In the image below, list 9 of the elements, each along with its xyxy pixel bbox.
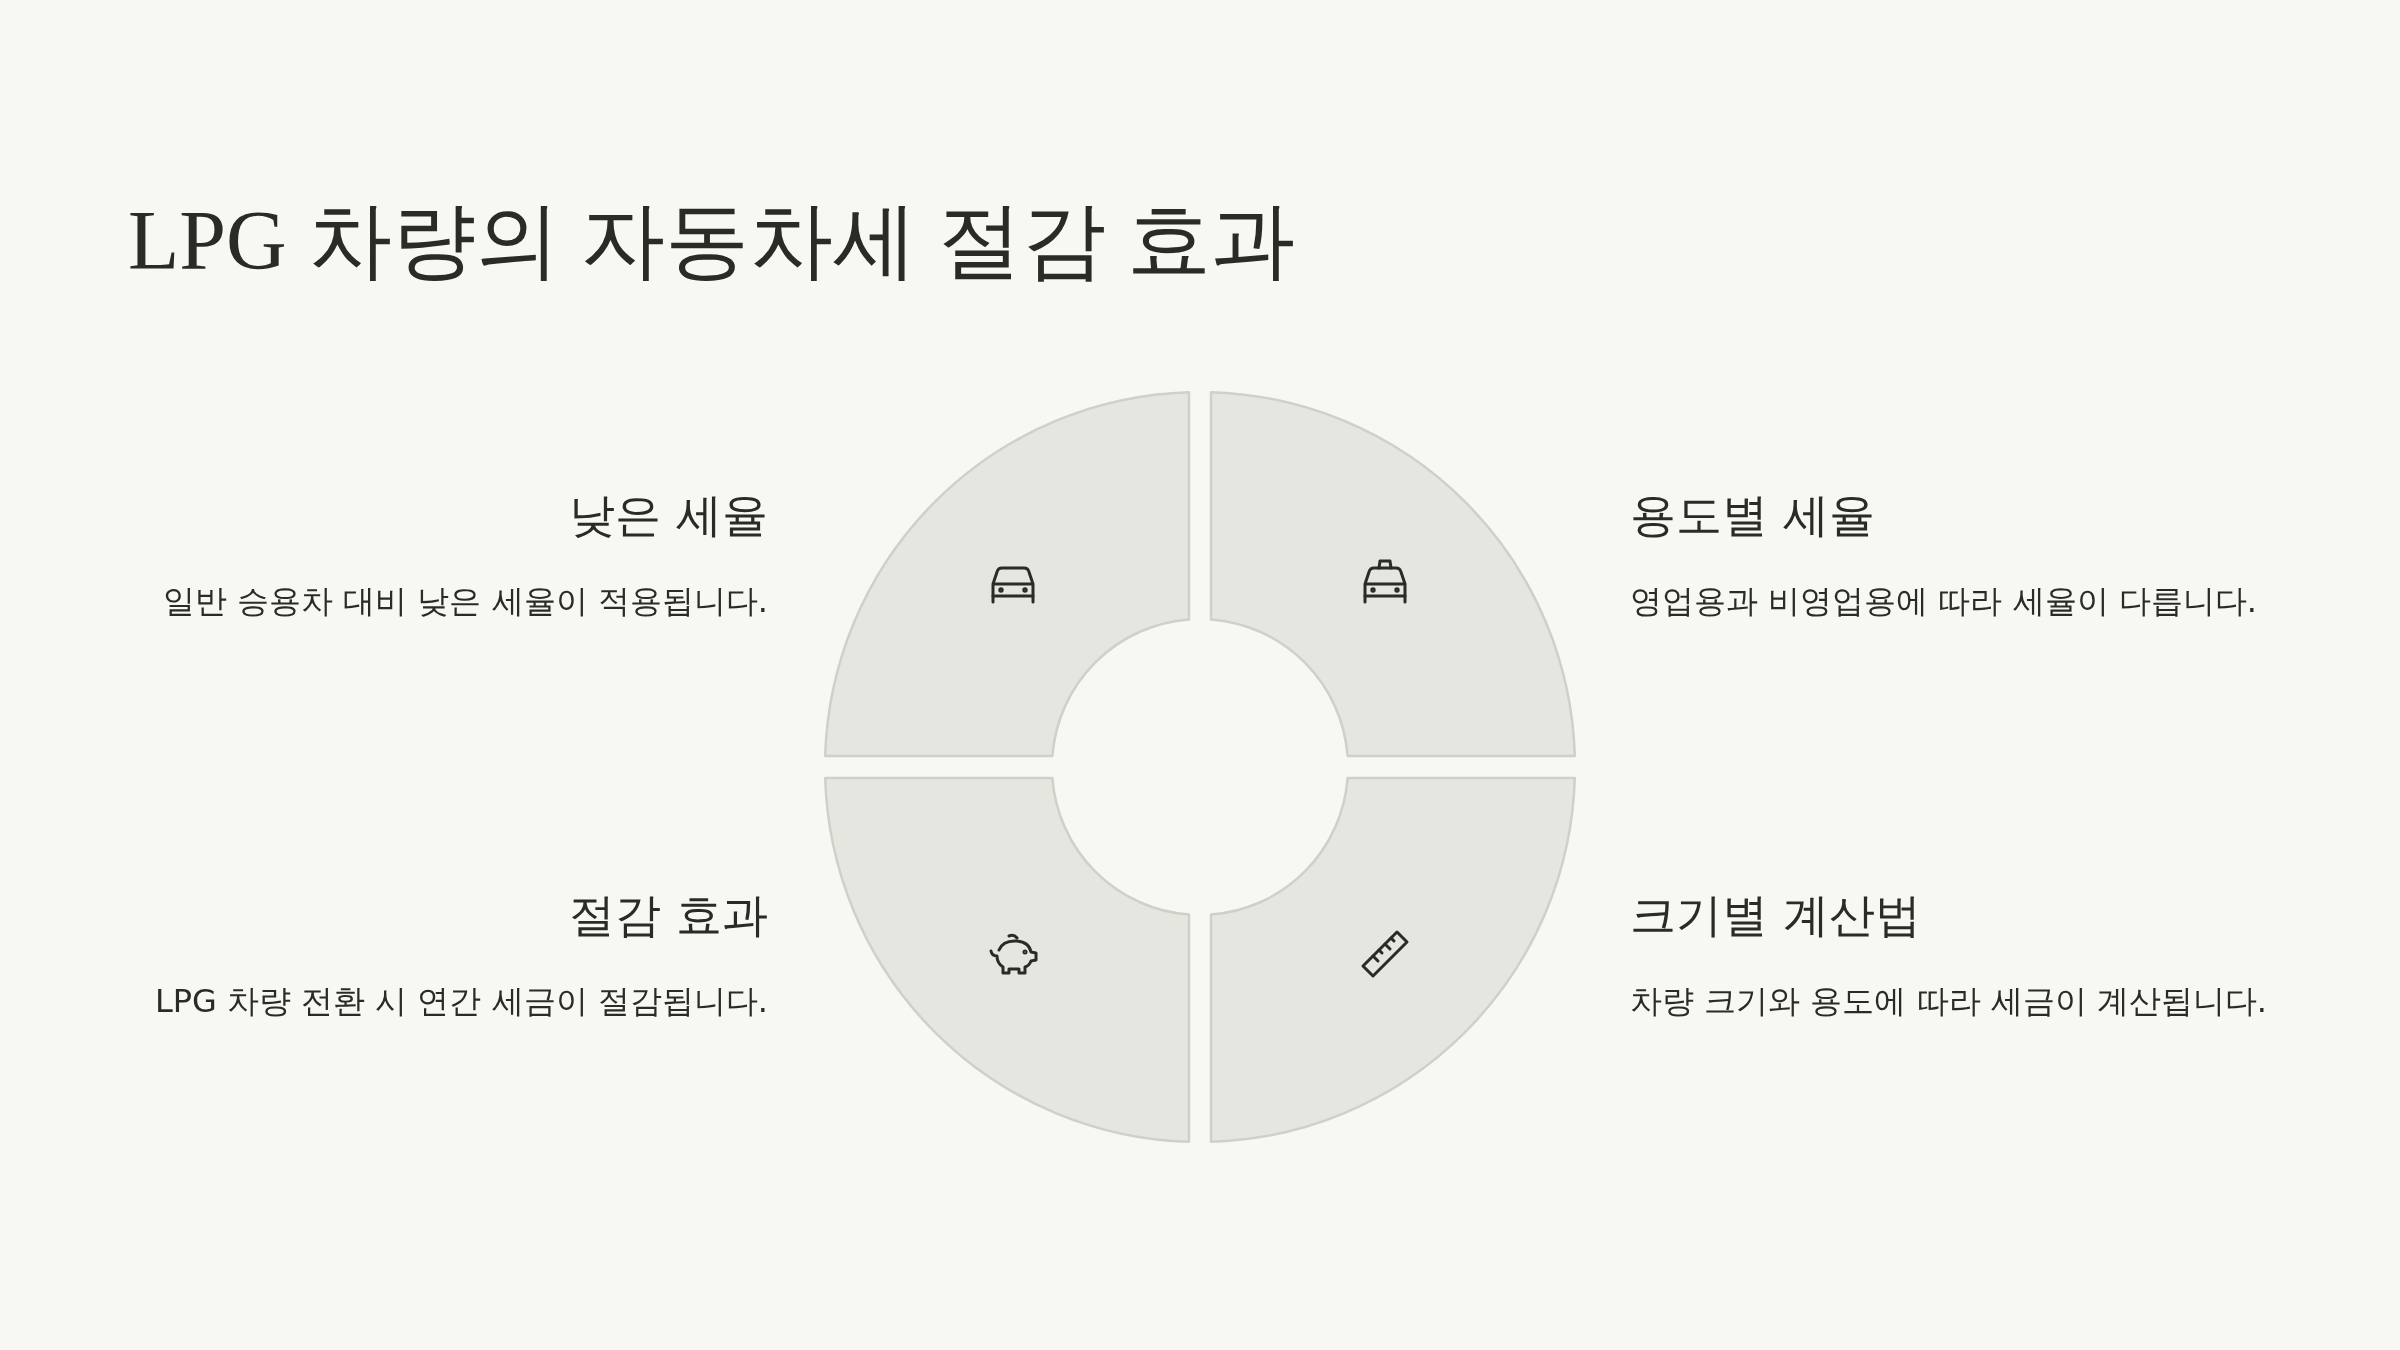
- section-description: 영업용과 비영업용에 따라 세율이 다릅니다.: [1630, 582, 2257, 621]
- section-heading: 절감 효과: [569, 888, 768, 944]
- title: LPG 차량의 자동차세 절감 효과: [128, 195, 1295, 288]
- section-description: 차량 크기와 용도에 따라 세금이 계산됩니다.: [1630, 982, 2268, 1021]
- section-description: 일반 승용차 대비 낮은 세율이 적용됩니다.: [162, 582, 768, 621]
- section-heading: 크기별 계산법: [1630, 888, 1921, 944]
- section-heading: 낮은 세율: [569, 488, 768, 544]
- section-heading: 용도별 세율: [1630, 488, 1875, 544]
- section-description: LPG 차량 전환 시 연간 세금이 절감됩니다.: [154, 982, 768, 1021]
